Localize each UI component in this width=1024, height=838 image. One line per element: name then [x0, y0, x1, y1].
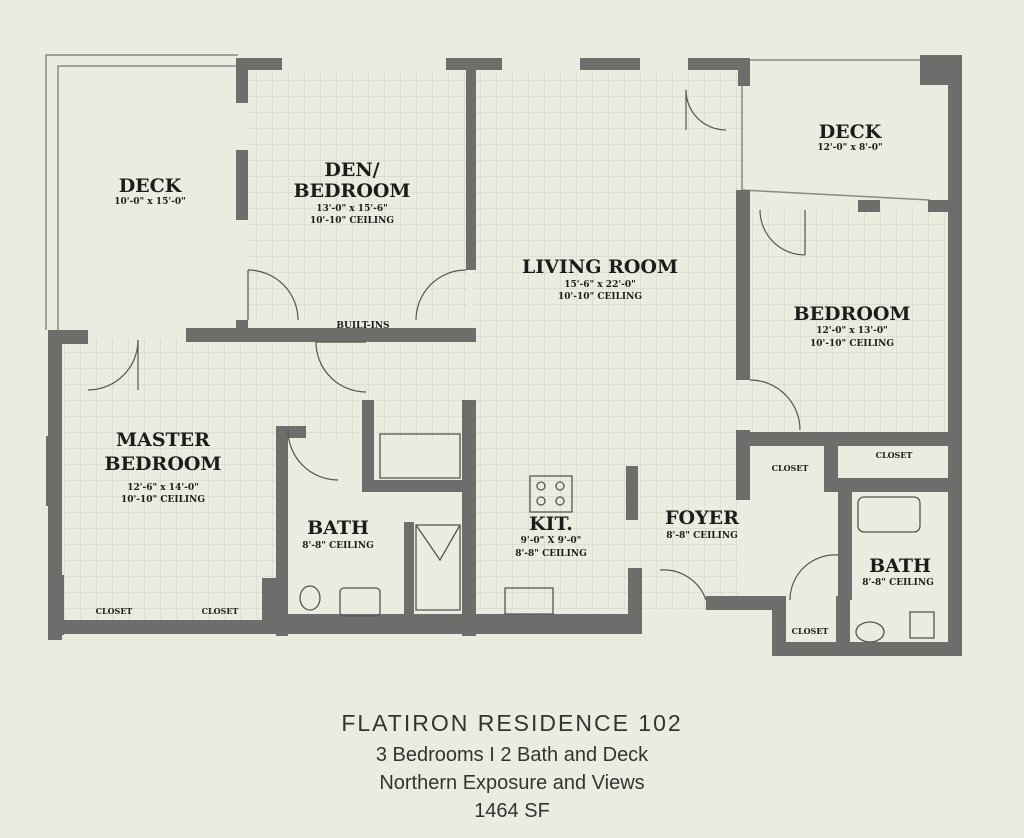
built-ins-label: BUILT-INS — [336, 321, 389, 331]
caption-rooms: 3 Bedrooms I 2 Bath and Deck — [375, 744, 649, 766]
room-name: MASTER — [116, 429, 210, 451]
room-ceiling: 8'-8" CEILING — [515, 549, 587, 559]
room-ceiling: 10'-10" CEILING — [121, 495, 205, 505]
room-ceiling: 10'-10" CEILING — [810, 339, 894, 349]
room-ceiling: 10'-10" CEILING — [558, 292, 642, 302]
room-dims: 13'-0" x 15'-6" — [316, 204, 388, 214]
room-ceiling: 8'-8" CEILING — [302, 541, 374, 551]
room-ceiling: 8'-8" CEILING — [666, 531, 738, 541]
room-name: BATH — [307, 517, 369, 539]
door-swings — [87, 89, 839, 601]
room-dims: 10'-0" x 15'-0" — [114, 197, 186, 207]
master-bedroom-label: MASTER BEDROOM 12'-6" x 14'-0" 10'-10" C… — [105, 429, 222, 505]
caption-exposure: Northern Exposure and Views — [379, 772, 645, 794]
room-ceiling: 8'-8" CEILING — [862, 578, 934, 588]
closet-label: CLOSET — [772, 463, 809, 473]
floor-plan: DECK 10'-0" x 15'-0" DEN/ BEDROOM 13'-0"… — [45, 54, 962, 656]
room-name: LIVING ROOM — [522, 256, 678, 278]
kitchen-label: KIT. 9'-0" X 9'-0" 8'-8" CEILING — [515, 513, 587, 559]
room-name: KIT. — [529, 513, 573, 535]
fixtures — [299, 433, 935, 643]
room-dims: 9'-0" X 9'-0" — [521, 536, 582, 546]
room-name: BEDROOM — [294, 180, 411, 202]
room-name: DECK — [119, 175, 183, 197]
room-ceiling: 10'-10" CEILING — [310, 216, 394, 226]
room-dims: 12'-6" x 14'-0" — [127, 483, 199, 493]
caption-area: 1464 SF — [474, 800, 550, 822]
room-name: DEN/ — [324, 159, 379, 181]
room-name: FOYER — [665, 507, 739, 529]
closet-label: CLOSET — [876, 450, 913, 460]
room-dims: 12'-0" x 13'-0" — [816, 326, 888, 336]
room-dims: 15'-6" x 22'-0" — [564, 280, 636, 290]
closet-label: CLOSET — [202, 606, 239, 616]
room-dims: 12'-0" x 8'-0" — [817, 143, 882, 153]
floor-tiles — [62, 72, 945, 620]
caption-title: FLATIRON RESIDENCE 102 — [341, 710, 683, 736]
living-room-label: LIVING ROOM 15'-6" x 22'-0" 10'-10" CEIL… — [522, 256, 678, 302]
room-name: BEDROOM — [105, 453, 222, 475]
walls — [46, 55, 962, 656]
bath-west-label: BATH 8'-8" CEILING — [302, 517, 374, 551]
room-name: BEDROOM — [794, 303, 911, 325]
bedroom-label: BEDROOM 12'-0" x 13'-0" 10'-10" CEILING — [794, 303, 911, 349]
deck-west-label: DECK 10'-0" x 15'-0" — [114, 175, 186, 207]
closet-label: CLOSET — [792, 626, 829, 636]
room-name: BATH — [869, 555, 931, 577]
foyer-label: FOYER 8'-8" CEILING — [665, 507, 739, 541]
bath-east-label: BATH 8'-8" CEILING — [862, 555, 934, 588]
room-name: DECK — [819, 121, 883, 143]
deck-east-label: DECK 12'-0" x 8'-0" — [817, 121, 882, 153]
closet-label: CLOSET — [96, 606, 133, 616]
den-label: DEN/ BEDROOM 13'-0" x 15'-6" 10'-10" CEI… — [294, 159, 411, 226]
